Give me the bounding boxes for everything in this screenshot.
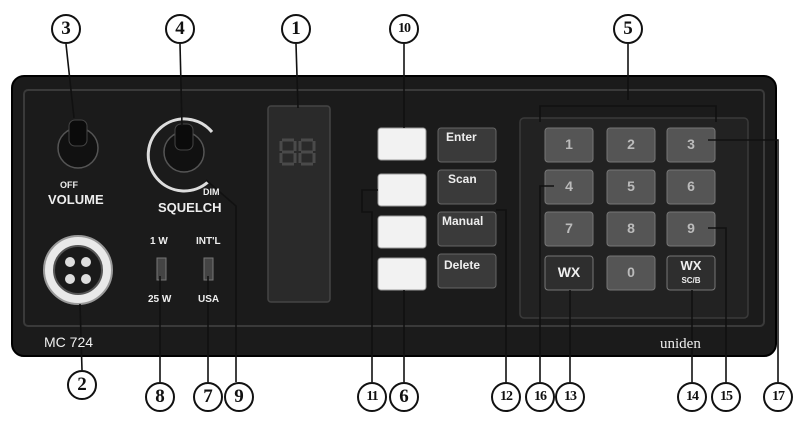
scan-button <box>437 169 497 205</box>
enter-button <box>437 127 497 163</box>
key-5[interactable]: 5 <box>627 178 635 194</box>
key-wx-scb-sublabel: SC/B <box>681 276 701 285</box>
callout-9: 9 <box>224 382 254 412</box>
button-11-top <box>377 173 427 207</box>
squelch-dim-label: DIM <box>203 187 220 197</box>
key-1[interactable]: 1 <box>565 136 573 152</box>
callout-6: 6 <box>389 382 419 412</box>
key-0[interactable]: 0 <box>627 264 635 280</box>
volume-off-label: OFF <box>60 180 78 190</box>
leader-lines <box>65 43 779 382</box>
callout-13: 13 <box>555 382 585 412</box>
button-6 <box>377 257 427 291</box>
callout-7: 7 <box>193 382 223 412</box>
keypad-keys <box>544 127 716 291</box>
callout-11: 11 <box>357 382 387 412</box>
callout-5: 5 <box>613 14 643 44</box>
manual-button <box>437 211 497 247</box>
callout-2: 2 <box>67 370 97 400</box>
callout-3: 3 <box>51 14 81 44</box>
key-8[interactable]: 8 <box>627 220 635 236</box>
button-11-bottom <box>377 215 427 249</box>
key-wx-scb[interactable]: WX <box>680 258 702 273</box>
delete-label[interactable]: Delete <box>444 258 481 272</box>
button-10 <box>377 127 427 161</box>
brand-label: uniden <box>660 336 701 352</box>
squelch-label: SQUELCH <box>158 200 222 215</box>
key-9[interactable]: 9 <box>687 220 695 236</box>
faceplate-inner-border <box>23 89 765 327</box>
model-label: MC 724 <box>44 334 94 350</box>
mic-connector <box>43 235 113 305</box>
key-2[interactable]: 2 <box>627 136 635 152</box>
manual-label[interactable]: Manual <box>442 214 484 228</box>
power-high-label: 1 W <box>150 236 168 247</box>
power-switch <box>156 257 167 281</box>
delete-button <box>437 253 497 289</box>
region-usa-label: USA <box>198 294 220 305</box>
callout-1: 1 <box>281 14 311 44</box>
key-6[interactable]: 6 <box>687 178 695 194</box>
display-window <box>267 105 331 303</box>
enter-label[interactable]: Enter <box>446 130 477 144</box>
callout-16: 16 <box>525 382 555 412</box>
key-7[interactable]: 7 <box>565 220 573 236</box>
key-4[interactable]: 4 <box>565 178 573 194</box>
key-wx[interactable]: WX <box>557 264 581 280</box>
callout-8: 8 <box>145 382 175 412</box>
volume-label: VOLUME <box>48 192 104 207</box>
display-digits: 88 <box>280 134 281 135</box>
callout-14: 14 <box>677 382 707 412</box>
scan-label[interactable]: Scan <box>448 172 477 186</box>
power-low-label: 25 W <box>148 294 172 305</box>
display-segments <box>279 138 316 166</box>
callout-10: 10 <box>389 14 419 44</box>
squelch-knob <box>146 117 214 193</box>
region-intl-label: INT'L <box>196 236 221 247</box>
callout-17: 17 <box>763 382 793 412</box>
key-3[interactable]: 3 <box>687 136 695 152</box>
volume-knob <box>57 119 99 169</box>
callout-12: 12 <box>491 382 521 412</box>
callout-4: 4 <box>165 14 195 44</box>
callout-15: 15 <box>711 382 741 412</box>
